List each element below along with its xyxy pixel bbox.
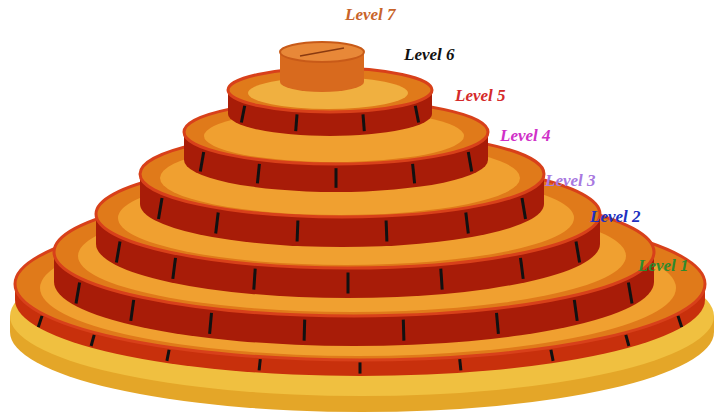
wall-tick xyxy=(116,242,120,263)
wall-tick xyxy=(210,313,212,334)
drum-seam xyxy=(300,48,344,56)
wall-tick xyxy=(363,114,364,131)
wall-tick xyxy=(303,320,307,341)
wall-tick xyxy=(200,152,203,172)
wall-tick xyxy=(131,300,134,321)
wall-tick xyxy=(335,168,338,188)
wall-tick xyxy=(576,242,580,263)
wall-tick xyxy=(257,164,259,184)
level-label: Level 3 xyxy=(545,171,596,191)
wall-tick xyxy=(521,258,524,279)
wall-ticks xyxy=(38,106,681,374)
wall-tick xyxy=(296,221,300,242)
wall-tick xyxy=(38,316,42,327)
wall-tick xyxy=(167,350,169,361)
tier-7 xyxy=(280,42,364,92)
wall-tick xyxy=(468,152,471,172)
drum-top xyxy=(280,42,364,62)
wall-tick xyxy=(497,313,499,334)
wall-tick xyxy=(347,273,350,294)
wall-tick xyxy=(466,213,469,234)
wall-tick xyxy=(460,359,461,370)
level-label: Level 5 xyxy=(455,86,506,106)
wall-tick xyxy=(551,350,553,361)
wall-tick xyxy=(678,316,682,327)
wall-tick xyxy=(413,164,415,184)
wall-tick xyxy=(296,114,297,131)
wall-tick xyxy=(359,362,362,373)
wall-tick xyxy=(441,269,442,290)
wall-tick xyxy=(385,221,389,242)
wall-tick xyxy=(574,300,577,321)
level-label: Level 2 xyxy=(590,207,641,227)
wall-tick xyxy=(259,359,260,370)
wall-tick xyxy=(241,106,244,123)
wall-tick xyxy=(402,320,406,341)
level-label: Level 1 xyxy=(638,256,689,276)
wall-tick xyxy=(76,282,80,303)
wall-tick xyxy=(91,335,94,346)
wall-tick xyxy=(216,213,219,234)
wall-tick xyxy=(254,269,255,290)
level-label: Level 7 xyxy=(345,5,396,25)
wall-tick xyxy=(626,335,629,346)
wall-tick xyxy=(415,106,418,123)
wall-tick xyxy=(159,198,163,219)
wall-tick xyxy=(522,198,526,219)
wall-tick xyxy=(628,282,632,303)
wall-tick xyxy=(173,258,176,279)
level-label: Level 6 xyxy=(404,45,455,65)
level-label: Level 4 xyxy=(500,126,551,146)
